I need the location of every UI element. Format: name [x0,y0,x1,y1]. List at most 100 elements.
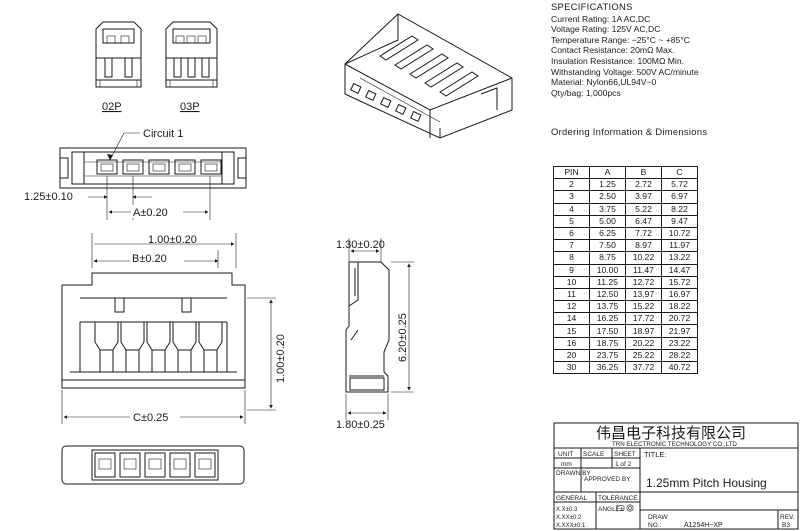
specifications: SPECIFICATIONS Current Rating: 1A AC,DC … [551,1,796,98]
table-cell: 9 [553,263,590,277]
general-label: GENERAL [556,495,587,502]
table-cell: 8.22 [661,202,698,216]
table-cell: 16.25 [589,312,626,326]
spec-line: Voltage Rating: 125V AC,DC [551,24,661,35]
spec-line: Contact Resistance: 20mΩ Max. [551,45,675,56]
table-cell: 5.00 [589,214,626,228]
table-cell: 9.47 [661,214,698,228]
unit-value: mm [561,461,572,468]
drawing-number: A1254H−XP [684,522,723,529]
sheet-label: SHEET [614,451,636,458]
table-header-row: PIN A B C [553,165,698,180]
table-cell: 6 [553,226,590,241]
table-cell: 6.25 [589,226,626,241]
drawn-by-label: DRAWN BY [556,470,591,477]
table-cell: 20 [553,348,590,363]
bottom-view-openings [94,452,216,478]
table-cell: 36.25 [589,360,626,375]
angle-label: ANGLE± [598,506,624,513]
table-cell: 10.00 [589,263,626,277]
tolerance-3: X.XXX±0.1 [556,523,586,529]
table-cell: 7.50 [589,239,626,253]
table-cell: 28.22 [661,348,698,363]
table-cell: 23.22 [661,336,698,350]
table-cell: 8.97 [625,239,662,253]
table-cell: 18.22 [661,300,698,314]
table-cell: 10 [553,275,590,289]
table-cell: 17.72 [625,312,662,326]
table-cell: 2.72 [625,178,662,192]
table-cell: 1.25 [589,178,626,192]
table-cell: 11.25 [589,275,626,289]
table-cell: 11 [553,287,590,302]
variant-02p-view: 02P [95,21,142,113]
bottom-view [61,445,245,485]
dimension-a: A±0.20 [133,207,168,219]
table-cell: 20.72 [661,312,698,326]
isometric-view [344,13,513,139]
table-cell: 25.22 [625,348,662,363]
table-cell: 40.72 [661,360,698,375]
drawing-title: 1.25mm Pitch Housing [646,476,767,490]
front-view: 1.00±0.20 B±0.20 C±0.25 1.00±0.20 [61,233,287,424]
variant-02p-label: 02P [102,101,122,113]
circuit-1-label: Circuit 1 [143,128,183,140]
tolerance-1: X.X±0.3 [556,507,578,513]
front-view-slots [94,322,223,372]
dimension-b: B±0.20 [132,253,167,265]
table-cell: 3.97 [625,190,662,204]
unit-label: UNIT [558,451,573,458]
variant-03p-view: 03P [165,21,218,113]
side-view: 1.30±0.20 6.20±0.25 1.80±0.25 [336,238,414,431]
dimension-c: C±0.25 [133,412,168,424]
table-cell: 10.22 [625,251,662,265]
variant-03p-label: 03P [180,101,200,113]
table-cell: 11.97 [661,239,698,253]
table-cell: 7 [553,239,590,253]
table-cell: 16.97 [661,287,698,302]
table-cell: 18.75 [589,336,626,350]
table-cell: 12 [553,300,590,314]
table-cell: 11.47 [625,263,662,277]
pitch-dimension: 1.25±0.10 [24,191,73,203]
title-block: 伟昌电子科技有限公司 TRN ELECTRONIC TECHNOLOGY CO.… [553,422,799,530]
company-name-cn: 伟昌电子科技有限公司 [596,425,746,442]
rev-value: B3 [782,522,790,529]
table-header: C [661,165,698,180]
table-cell: 7.72 [625,226,662,241]
table-cell: 4 [553,202,590,216]
dimension-b-offset: 1.00±0.20 [148,234,197,246]
company-name-en: TRN ELECTRONIC TECHNOLOGY CO.,LTD [612,441,737,448]
table-cell: 23.75 [589,348,626,363]
table-cell: 37.72 [625,360,662,375]
table-cell: 10.72 [661,226,698,241]
side-dimension-top: 1.30±0.20 [336,239,385,251]
table-cell: 17.50 [589,324,626,338]
spec-line: Material: Nylon66,UL94V−0 [551,77,657,88]
table-cell: 18.97 [625,324,662,338]
table-cell: 3.75 [589,202,626,216]
table-cell: 15 [553,324,590,338]
table-cell: 21.97 [661,324,698,338]
approved-by-label: APPROVED BY [584,476,631,483]
table-cell: 12.50 [589,287,626,302]
table-cell: 30 [553,360,590,375]
table-cell: 8 [553,251,590,265]
table-cell: 2.50 [589,190,626,204]
no-label: NO.: [648,522,662,529]
side-dimension-bottom: 1.80±0.25 [336,419,385,431]
table-header: B [625,165,662,180]
